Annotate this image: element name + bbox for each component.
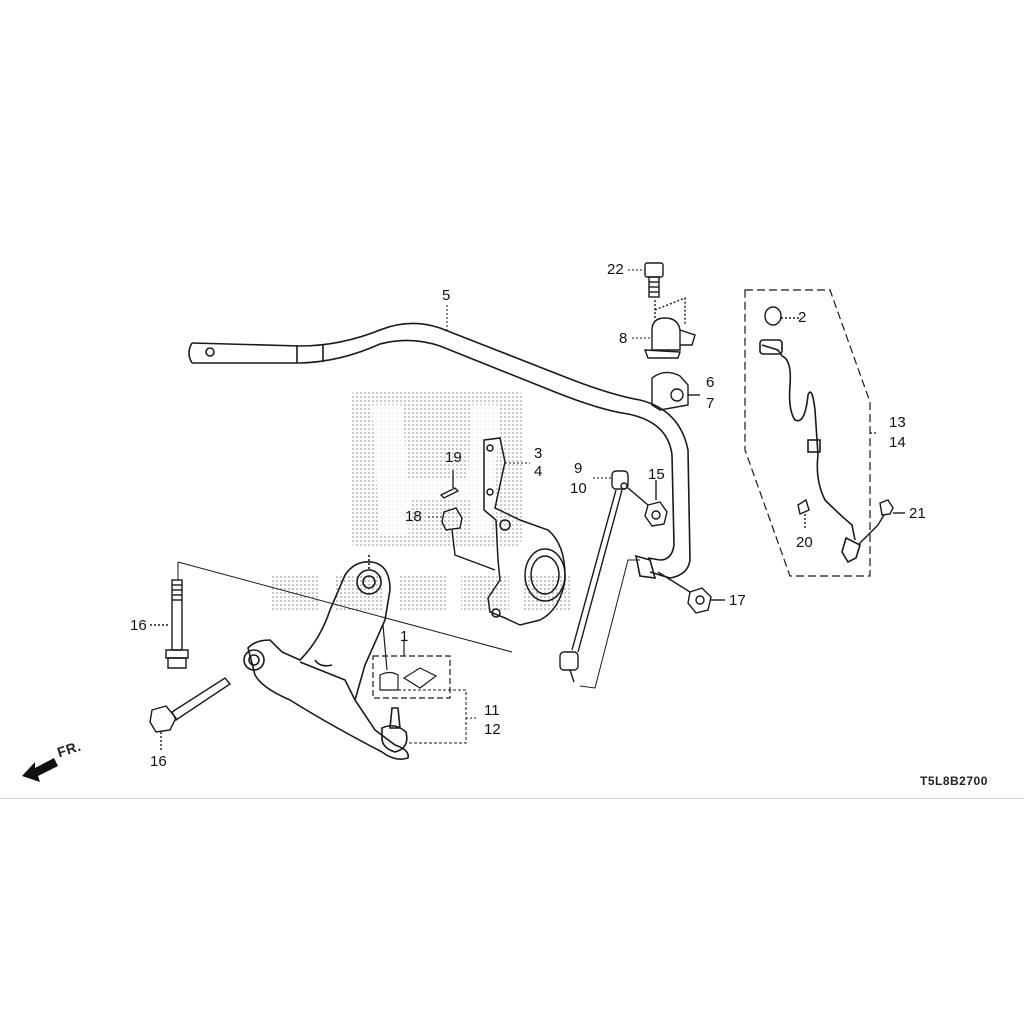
sensor-clip[interactable] bbox=[797, 498, 810, 530]
diagram-code: T5L8B2700 bbox=[920, 774, 988, 788]
steering-knuckle[interactable] bbox=[483, 437, 566, 626]
callout-1: 1 bbox=[400, 628, 409, 645]
sensor-bolt[interactable] bbox=[857, 499, 905, 546]
honda-logo-watermark bbox=[272, 390, 572, 611]
stabilizer-link[interactable] bbox=[559, 470, 649, 683]
stabilizer-bar[interactable] bbox=[188, 322, 691, 579]
stabilizer-holder[interactable] bbox=[643, 296, 696, 359]
callout-5: 5 bbox=[442, 287, 451, 304]
callout-2: 2 bbox=[798, 309, 807, 326]
callout-3: 3 bbox=[534, 445, 543, 462]
callout-14: 14 bbox=[889, 434, 906, 451]
flange-nut[interactable] bbox=[657, 571, 725, 614]
sensor-grommet[interactable] bbox=[764, 306, 800, 326]
flange-bolt-lower[interactable] bbox=[149, 677, 232, 752]
callout-8: 8 bbox=[619, 330, 628, 347]
callout-10: 10 bbox=[570, 480, 587, 497]
bolt-to-arm-guide bbox=[177, 561, 513, 653]
callout-17: 17 bbox=[729, 592, 746, 609]
callout-11: 11 bbox=[484, 702, 500, 719]
leader-lines bbox=[428, 269, 650, 518]
self-lock-nut[interactable] bbox=[644, 480, 668, 527]
callout-6: 6 bbox=[706, 374, 715, 391]
lower-arm-callout-bracket bbox=[398, 689, 467, 744]
lower-control-arm[interactable] bbox=[243, 555, 410, 760]
callout-21: 21 bbox=[909, 505, 926, 522]
honda-wordmark-watermark bbox=[272, 575, 572, 611]
flange-bolt-upper[interactable] bbox=[150, 579, 189, 669]
callout-9: 9 bbox=[574, 460, 583, 477]
callout-19: 19 bbox=[445, 449, 462, 466]
callout-15: 15 bbox=[648, 466, 665, 483]
ball-joint-boot-kit[interactable] bbox=[372, 624, 451, 699]
callout-16-upper: 16 bbox=[130, 617, 147, 634]
callout-16-lower: 16 bbox=[150, 753, 167, 770]
wheel-speed-sensor[interactable] bbox=[759, 339, 861, 564]
callout-13: 13 bbox=[889, 414, 906, 431]
callout-20: 20 bbox=[796, 534, 813, 551]
wheel-speed-sensor-group[interactable] bbox=[744, 289, 878, 577]
castle-nut[interactable] bbox=[441, 507, 496, 571]
bottom-divider bbox=[0, 798, 1024, 799]
stabilizer-bushing[interactable] bbox=[651, 371, 700, 411]
holder-bolt[interactable] bbox=[644, 262, 664, 298]
callout-18: 18 bbox=[405, 508, 422, 525]
callout-22: 22 bbox=[607, 261, 624, 278]
callout-7: 7 bbox=[706, 395, 715, 412]
cotter-pin[interactable] bbox=[439, 470, 460, 499]
callout-12: 12 bbox=[484, 721, 501, 738]
front-direction-arrow-icon bbox=[22, 758, 58, 782]
callout-4: 4 bbox=[534, 463, 543, 480]
